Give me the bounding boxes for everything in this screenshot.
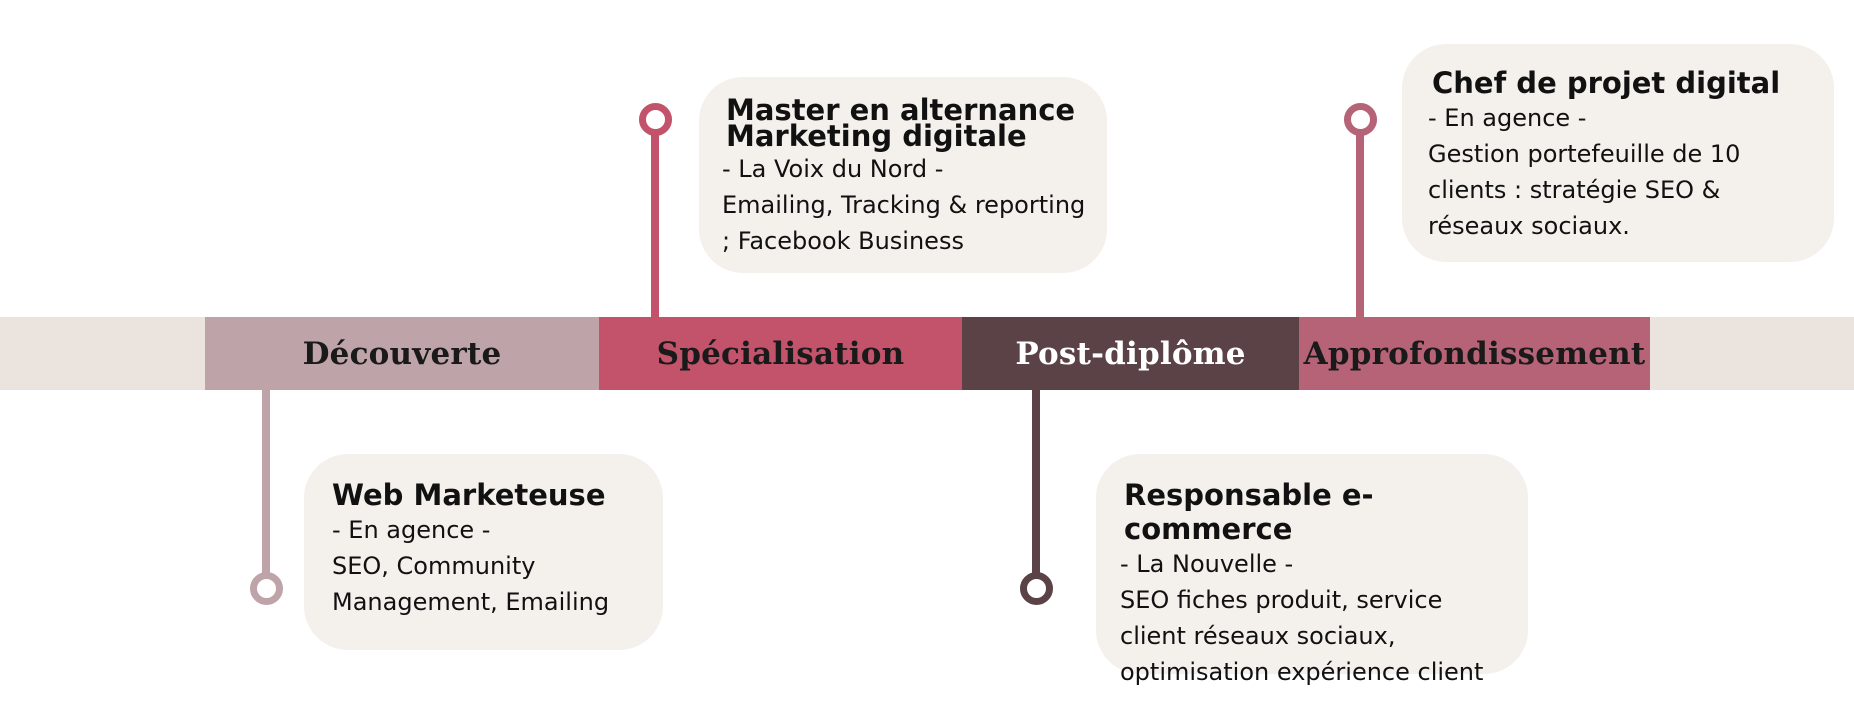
event-title: Chef de projet digital — [1432, 66, 1781, 100]
event-description: SEO, Community Management, Emailing — [332, 552, 610, 616]
event-subtitle: - En agence - — [1428, 104, 1587, 132]
phase-label: Approfondissement — [1303, 335, 1646, 372]
phase-label: Découverte — [302, 335, 502, 372]
event-card-web-marketeuse: Web Marketeuse - En agence - SEO, Commun… — [304, 454, 663, 650]
event-title: Responsable e-commerce — [1124, 478, 1374, 546]
phase-specialisation: Spécialisation — [599, 317, 962, 390]
event-card-master: Master en alternance Marketing digitale … — [699, 77, 1107, 273]
connector-marker — [1344, 103, 1377, 136]
event-title: Web Marketeuse — [332, 478, 606, 512]
connector-marker — [639, 103, 672, 136]
event-subtitle: - En agence - — [332, 516, 491, 544]
connector-line — [1032, 389, 1040, 575]
connector-line — [262, 389, 270, 575]
event-card-responsable-ecommerce: Responsable e-commerce - La Nouvelle - S… — [1096, 454, 1528, 686]
event-title: Master en alternance Marketing digitale — [726, 93, 1076, 153]
connector-marker — [1020, 572, 1053, 605]
event-subtitle: - La Voix du Nord - — [722, 155, 944, 183]
event-description: SEO fiches produit, service client résea… — [1120, 586, 1484, 686]
phase-approfondissement: Approfondissement — [1299, 317, 1650, 390]
connector-line — [651, 134, 659, 318]
phase-decouverte: Découverte — [205, 317, 599, 390]
phase-label: Post-diplôme — [1015, 335, 1246, 372]
phase-label: Spécialisation — [656, 335, 905, 372]
event-description: Gestion portefeuille de 10 clients : str… — [1428, 140, 1741, 240]
connector-line — [1356, 134, 1364, 318]
event-description: Emailing, Tracking & reporting ; Faceboo… — [722, 191, 1086, 255]
event-card-chef-de-projet: Chef de projet digital - En agence - Ges… — [1402, 44, 1834, 262]
phase-post-diplome: Post-diplôme — [962, 317, 1299, 390]
event-subtitle: - La Nouvelle - — [1120, 550, 1294, 578]
connector-marker — [250, 572, 283, 605]
